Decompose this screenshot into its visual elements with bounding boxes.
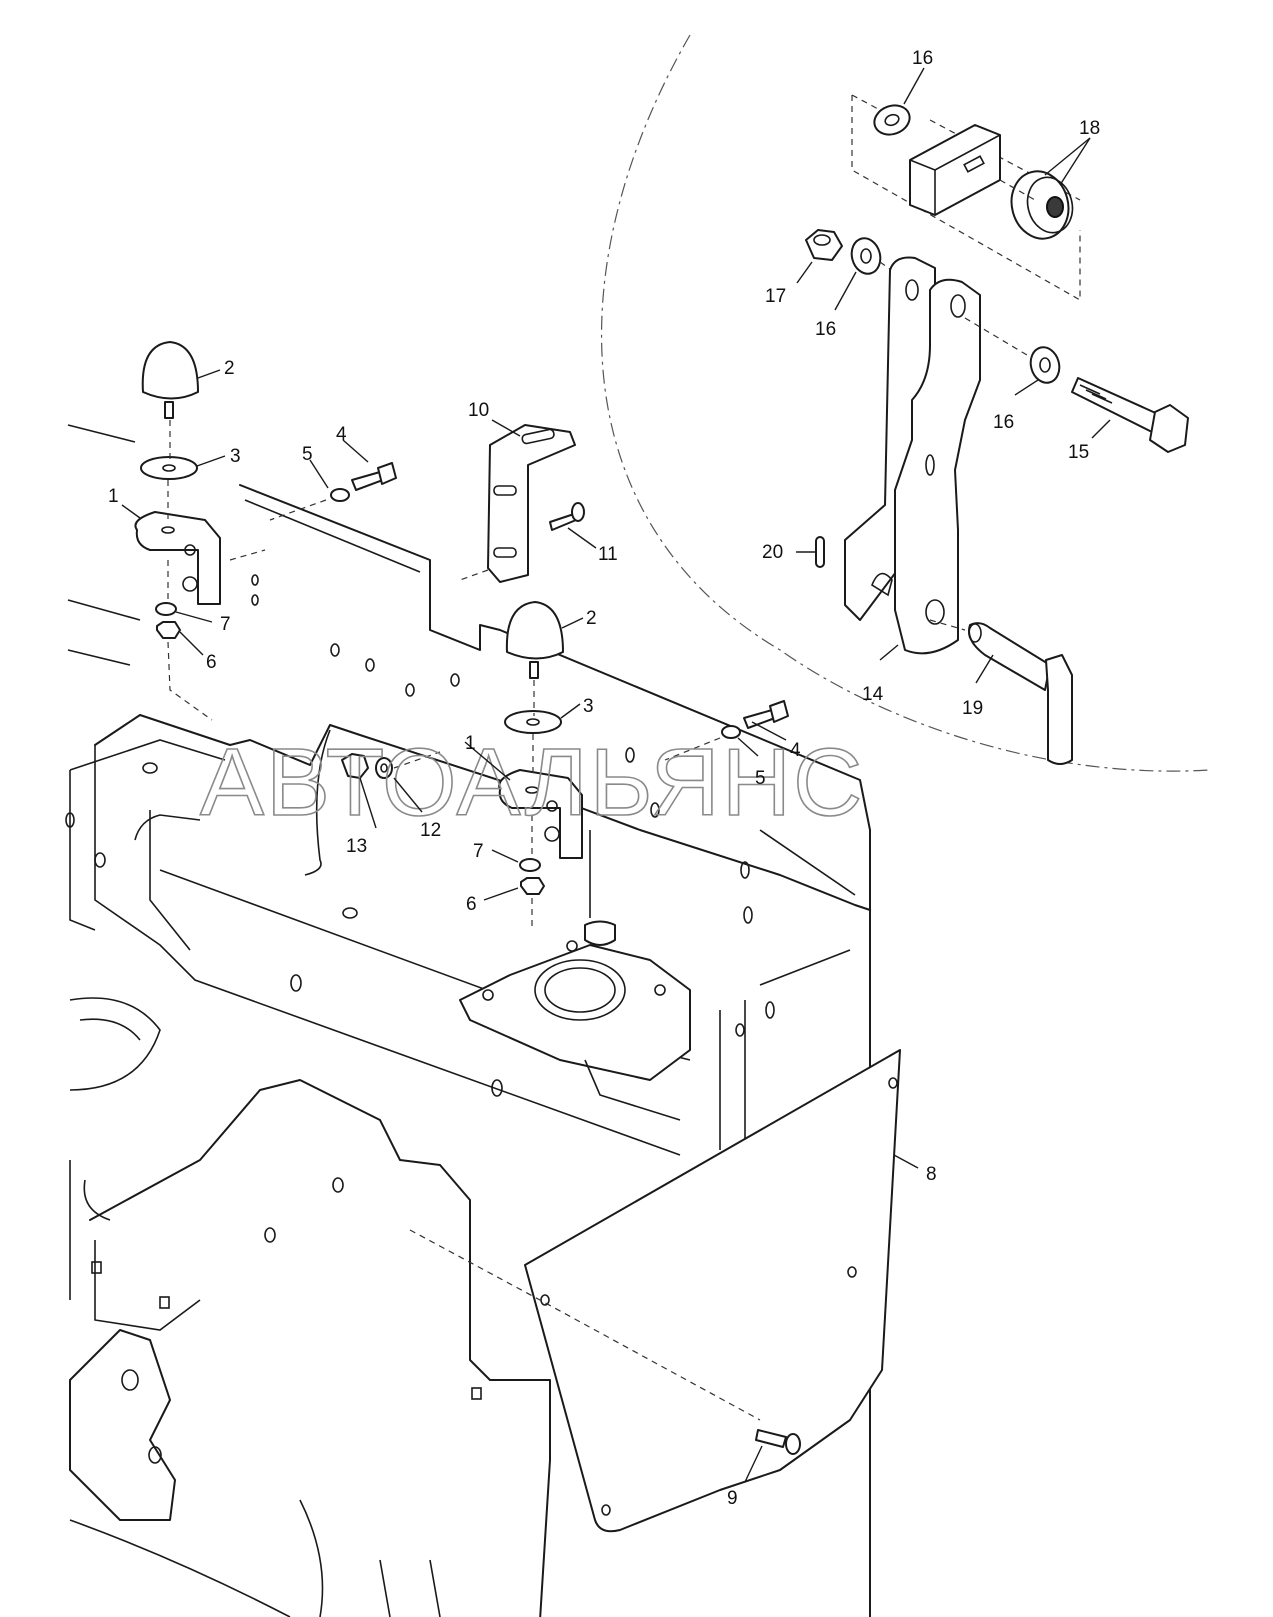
callout-2: 2: [224, 358, 235, 379]
rubber-bump-stop: [505, 601, 564, 660]
callout-9: 9: [727, 1488, 738, 1509]
lock-washer: [155, 602, 177, 616]
washer: [140, 456, 198, 480]
callout-11: 11: [598, 544, 618, 565]
callout-6b: 6: [466, 894, 477, 915]
callout-3: 3: [230, 446, 241, 467]
bushing: [1010, 170, 1070, 240]
callout-2b: 2: [586, 608, 597, 629]
callout-3b: 3: [583, 696, 594, 717]
callout-14: 14: [862, 684, 884, 705]
bump-stop-assembly-left: [134, 341, 266, 721]
bracket: [498, 769, 583, 859]
rubber-block: [909, 124, 1001, 216]
hex-nut: [520, 877, 545, 895]
callout-16b: 16: [815, 319, 836, 340]
watermark: АВТОАЛЬЯНС: [200, 729, 864, 836]
cover-plate: [524, 1049, 901, 1533]
rubber-bump-stop: [141, 341, 199, 400]
callout-17: 17: [765, 286, 786, 307]
callout-15: 15: [1068, 442, 1089, 463]
callout-19: 19: [962, 698, 983, 719]
bump-stop-assembly-center: [498, 601, 583, 930]
cover-plate-assembly: [409, 1049, 901, 1533]
callout-4b: 4: [790, 740, 801, 761]
callout-labels: 1 2 3 4 5 6 7 10 11 2 3 1 4 5 13 12 7 6 …: [108, 48, 1100, 1509]
callout-20: 20: [762, 542, 783, 563]
screw-assembly-right: [664, 700, 789, 761]
lock-washer: [519, 858, 541, 872]
callout-16a: 16: [912, 48, 933, 69]
bolt: [755, 1429, 787, 1448]
callout-7b: 7: [473, 841, 484, 862]
washer: [850, 237, 882, 275]
callout-1b: 1: [465, 733, 476, 754]
callout-5b: 5: [755, 768, 766, 789]
callout-18: 18: [1079, 118, 1100, 139]
bolt: [1071, 377, 1161, 433]
hex-nut: [156, 621, 181, 639]
screw-assembly-upper: [269, 462, 397, 521]
callout-7: 7: [220, 614, 231, 635]
angle-bracket: [487, 424, 576, 583]
callout-10: 10: [468, 400, 489, 421]
link-plate: [894, 278, 981, 655]
bracket-10-assembly: [459, 424, 585, 583]
callout-1: 1: [108, 486, 119, 507]
leader-lines: [121, 67, 1111, 1483]
callout-4: 4: [336, 424, 347, 445]
callout-6: 6: [206, 652, 217, 673]
washer: [504, 710, 562, 734]
callout-5: 5: [302, 444, 313, 465]
callout-16c: 16: [993, 412, 1014, 433]
split-pin: [815, 536, 825, 568]
bracket: [134, 511, 221, 605]
callout-12: 12: [420, 820, 441, 841]
washer: [873, 104, 911, 136]
link-assembly: [805, 94, 1189, 765]
callout-13: 13: [346, 836, 367, 857]
washer: [1029, 346, 1061, 384]
callout-8: 8: [926, 1164, 937, 1185]
nut-washer-13-12: [341, 751, 441, 779]
